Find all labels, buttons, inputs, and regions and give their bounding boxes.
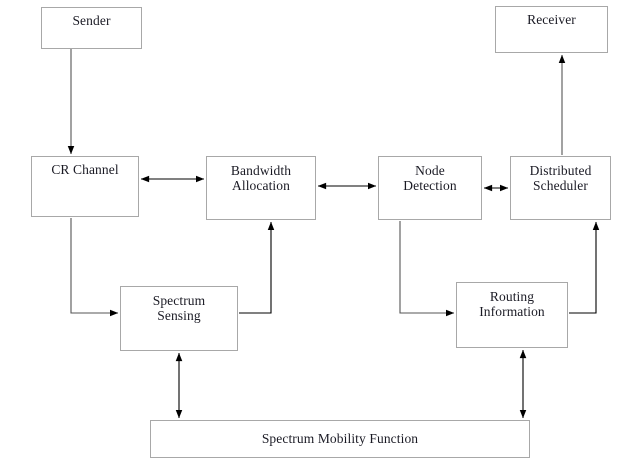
node-routing-information-label: Routing Information	[479, 289, 545, 320]
node-distributed-scheduler-label: Distributed Scheduler	[529, 163, 592, 194]
node-routing-information[interactable]: Routing Information	[456, 282, 568, 348]
node-spectrum-sensing-label: Spectrum Sensing	[152, 293, 206, 324]
node-node-detection[interactable]: Node Detection	[378, 156, 482, 220]
node-spectrum-mobility-function[interactable]: Spectrum Mobility Function	[150, 420, 530, 458]
edge-cr-channel-to-spectrum-sensing	[70, 218, 119, 317]
node-receiver-label: Receiver	[527, 12, 576, 27]
node-distributed-scheduler[interactable]: Distributed Scheduler	[510, 156, 611, 220]
node-receiver[interactable]: Receiver	[495, 6, 608, 53]
node-bandwidth-allocation-label: Bandwidth Allocation	[230, 163, 292, 194]
node-sender-label: Sender	[72, 13, 111, 28]
node-spectrum-sensing[interactable]: Spectrum Sensing	[120, 286, 238, 351]
edge-spectrum-sensing-to-bandwidth	[239, 221, 275, 314]
node-cr-channel-label: CR Channel	[51, 162, 119, 177]
node-sender[interactable]: Sender	[41, 7, 142, 49]
node-node-detection-label: Node Detection	[403, 163, 457, 194]
edge-node-detection-to-routing-info	[399, 221, 455, 317]
node-bandwidth-allocation[interactable]: Bandwidth Allocation	[206, 156, 316, 220]
node-cr-channel[interactable]: CR Channel	[31, 156, 139, 217]
edge-routing-info-to-distributed	[569, 221, 600, 314]
node-spectrum-mobility-function-label: Spectrum Mobility Function	[261, 431, 419, 447]
